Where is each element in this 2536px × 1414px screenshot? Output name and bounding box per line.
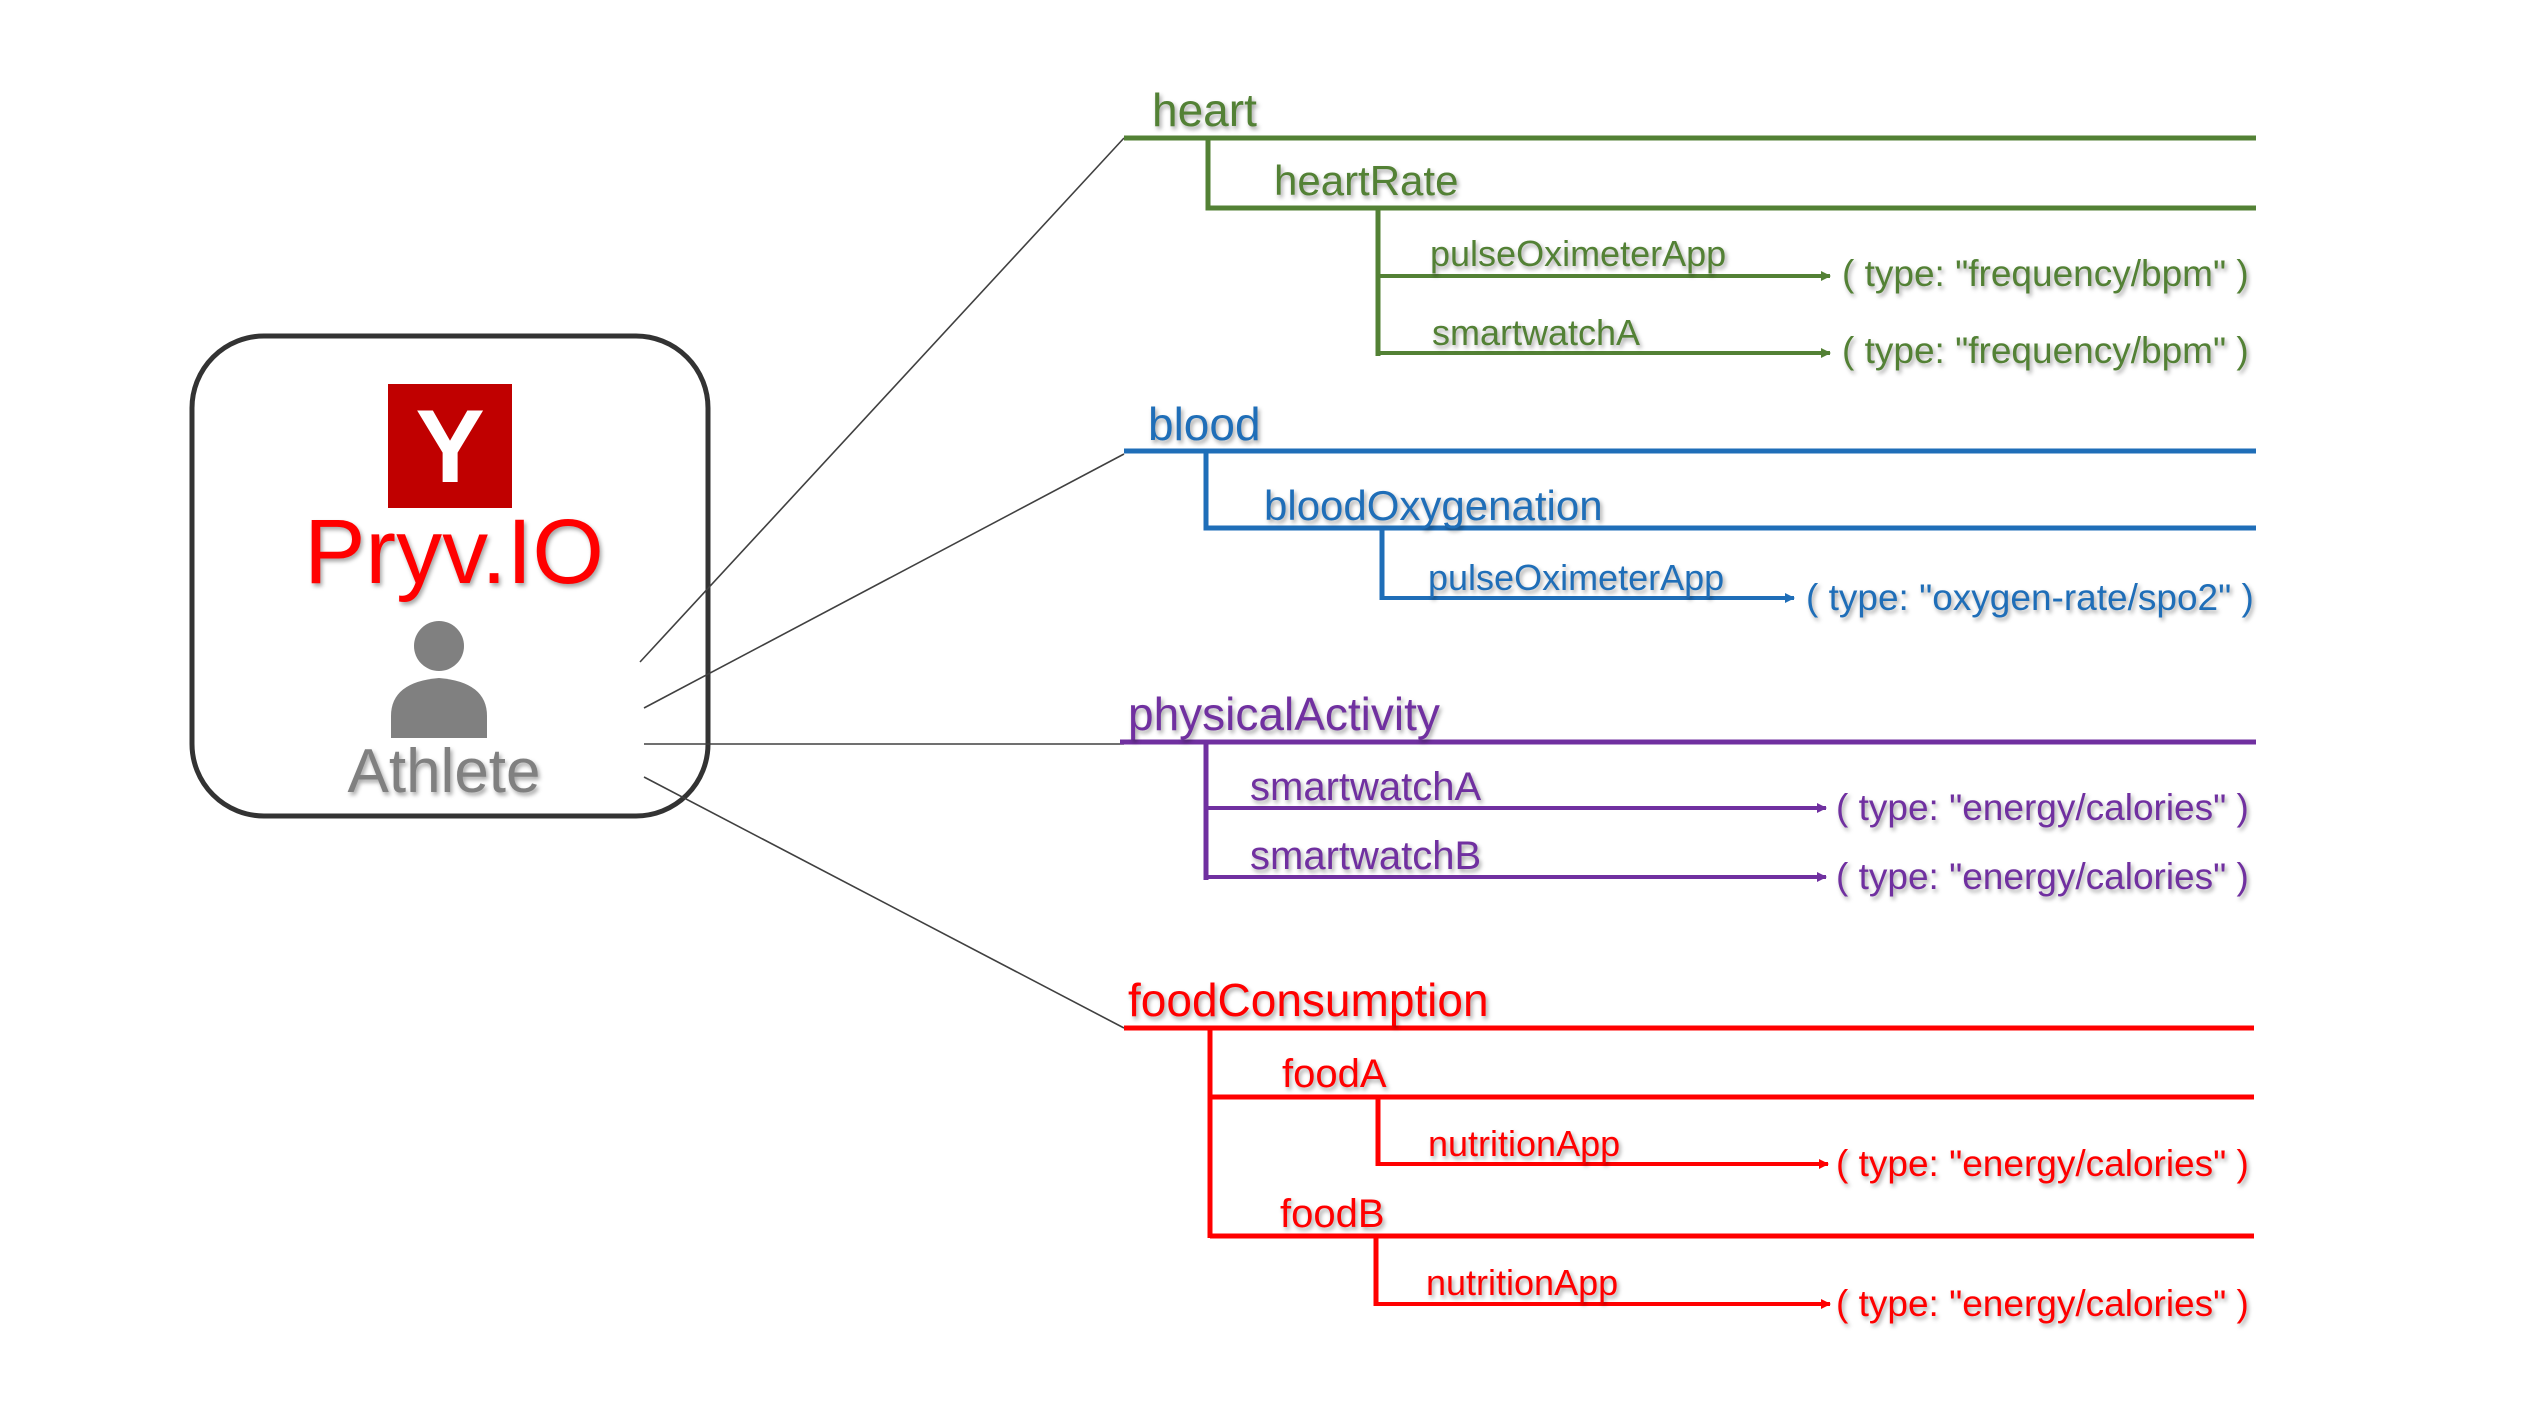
connector-food-consumption (643, 776, 1125, 1029)
stream-label-heart: heart (1152, 84, 1257, 136)
pryv-logo-icon (388, 384, 512, 508)
stream-label-pulse-oximeter-app: pulseOximeterApp (1430, 233, 1726, 274)
person-icon (391, 621, 487, 738)
stream-label-blood-oxygenation: bloodOxygenation (1264, 482, 1603, 529)
pryv-logo-letter: Y (415, 389, 484, 505)
connectors (639, 137, 1125, 1029)
stream-label-pulse-oximeter-app: pulseOximeterApp (1428, 557, 1724, 598)
event-type-label: ( type: "energy/calories" ) (1836, 787, 2249, 828)
stream-blood (1124, 448, 2256, 603)
connector-blood (643, 453, 1125, 709)
stream-label-nutrition-app: nutritionApp (1428, 1123, 1620, 1164)
event-type-label: ( type: "frequency/bpm" ) (1842, 330, 2249, 371)
brand-name: Pryv.IO (304, 501, 604, 603)
stream-physical-activity (1120, 739, 2256, 882)
stream-food-consumption (1124, 1025, 2254, 1309)
stream-label-smartwatch-a: smartwatchA (1250, 765, 1481, 809)
event-type-label: ( type: "frequency/bpm" ) (1842, 253, 2249, 294)
stream-label-food-a: foodA (1282, 1052, 1387, 1096)
stream-label-food-consumption: foodConsumption (1128, 974, 1489, 1026)
event-type-label: ( type: "energy/calories" ) (1836, 856, 2249, 897)
account-card: Y Pryv.IO Athlete (189, 333, 711, 819)
stream-heart (1124, 135, 2256, 358)
stream-label-heart-rate: heartRate (1274, 157, 1458, 204)
stream-label-physical-activity: physicalActivity (1128, 688, 1440, 740)
event-type-label: ( type: "energy/calories" ) (1836, 1283, 2249, 1324)
account-card-frame (189, 333, 711, 819)
stream-label-food-b: foodB (1280, 1192, 1385, 1236)
stream-label-smartwatch-b: smartwatchB (1250, 834, 1481, 878)
stream-label-blood: blood (1148, 398, 1261, 450)
user-label: Athlete (347, 737, 540, 806)
event-type-label: ( type: "oxygen-rate/spo2" ) (1806, 577, 2254, 618)
stream-label-nutrition-app: nutritionApp (1426, 1262, 1618, 1303)
stream-label-smartwatch-a: smartwatchA (1432, 312, 1640, 353)
connector-heart (639, 137, 1125, 663)
event-type-label: ( type: "energy/calories" ) (1836, 1143, 2249, 1184)
